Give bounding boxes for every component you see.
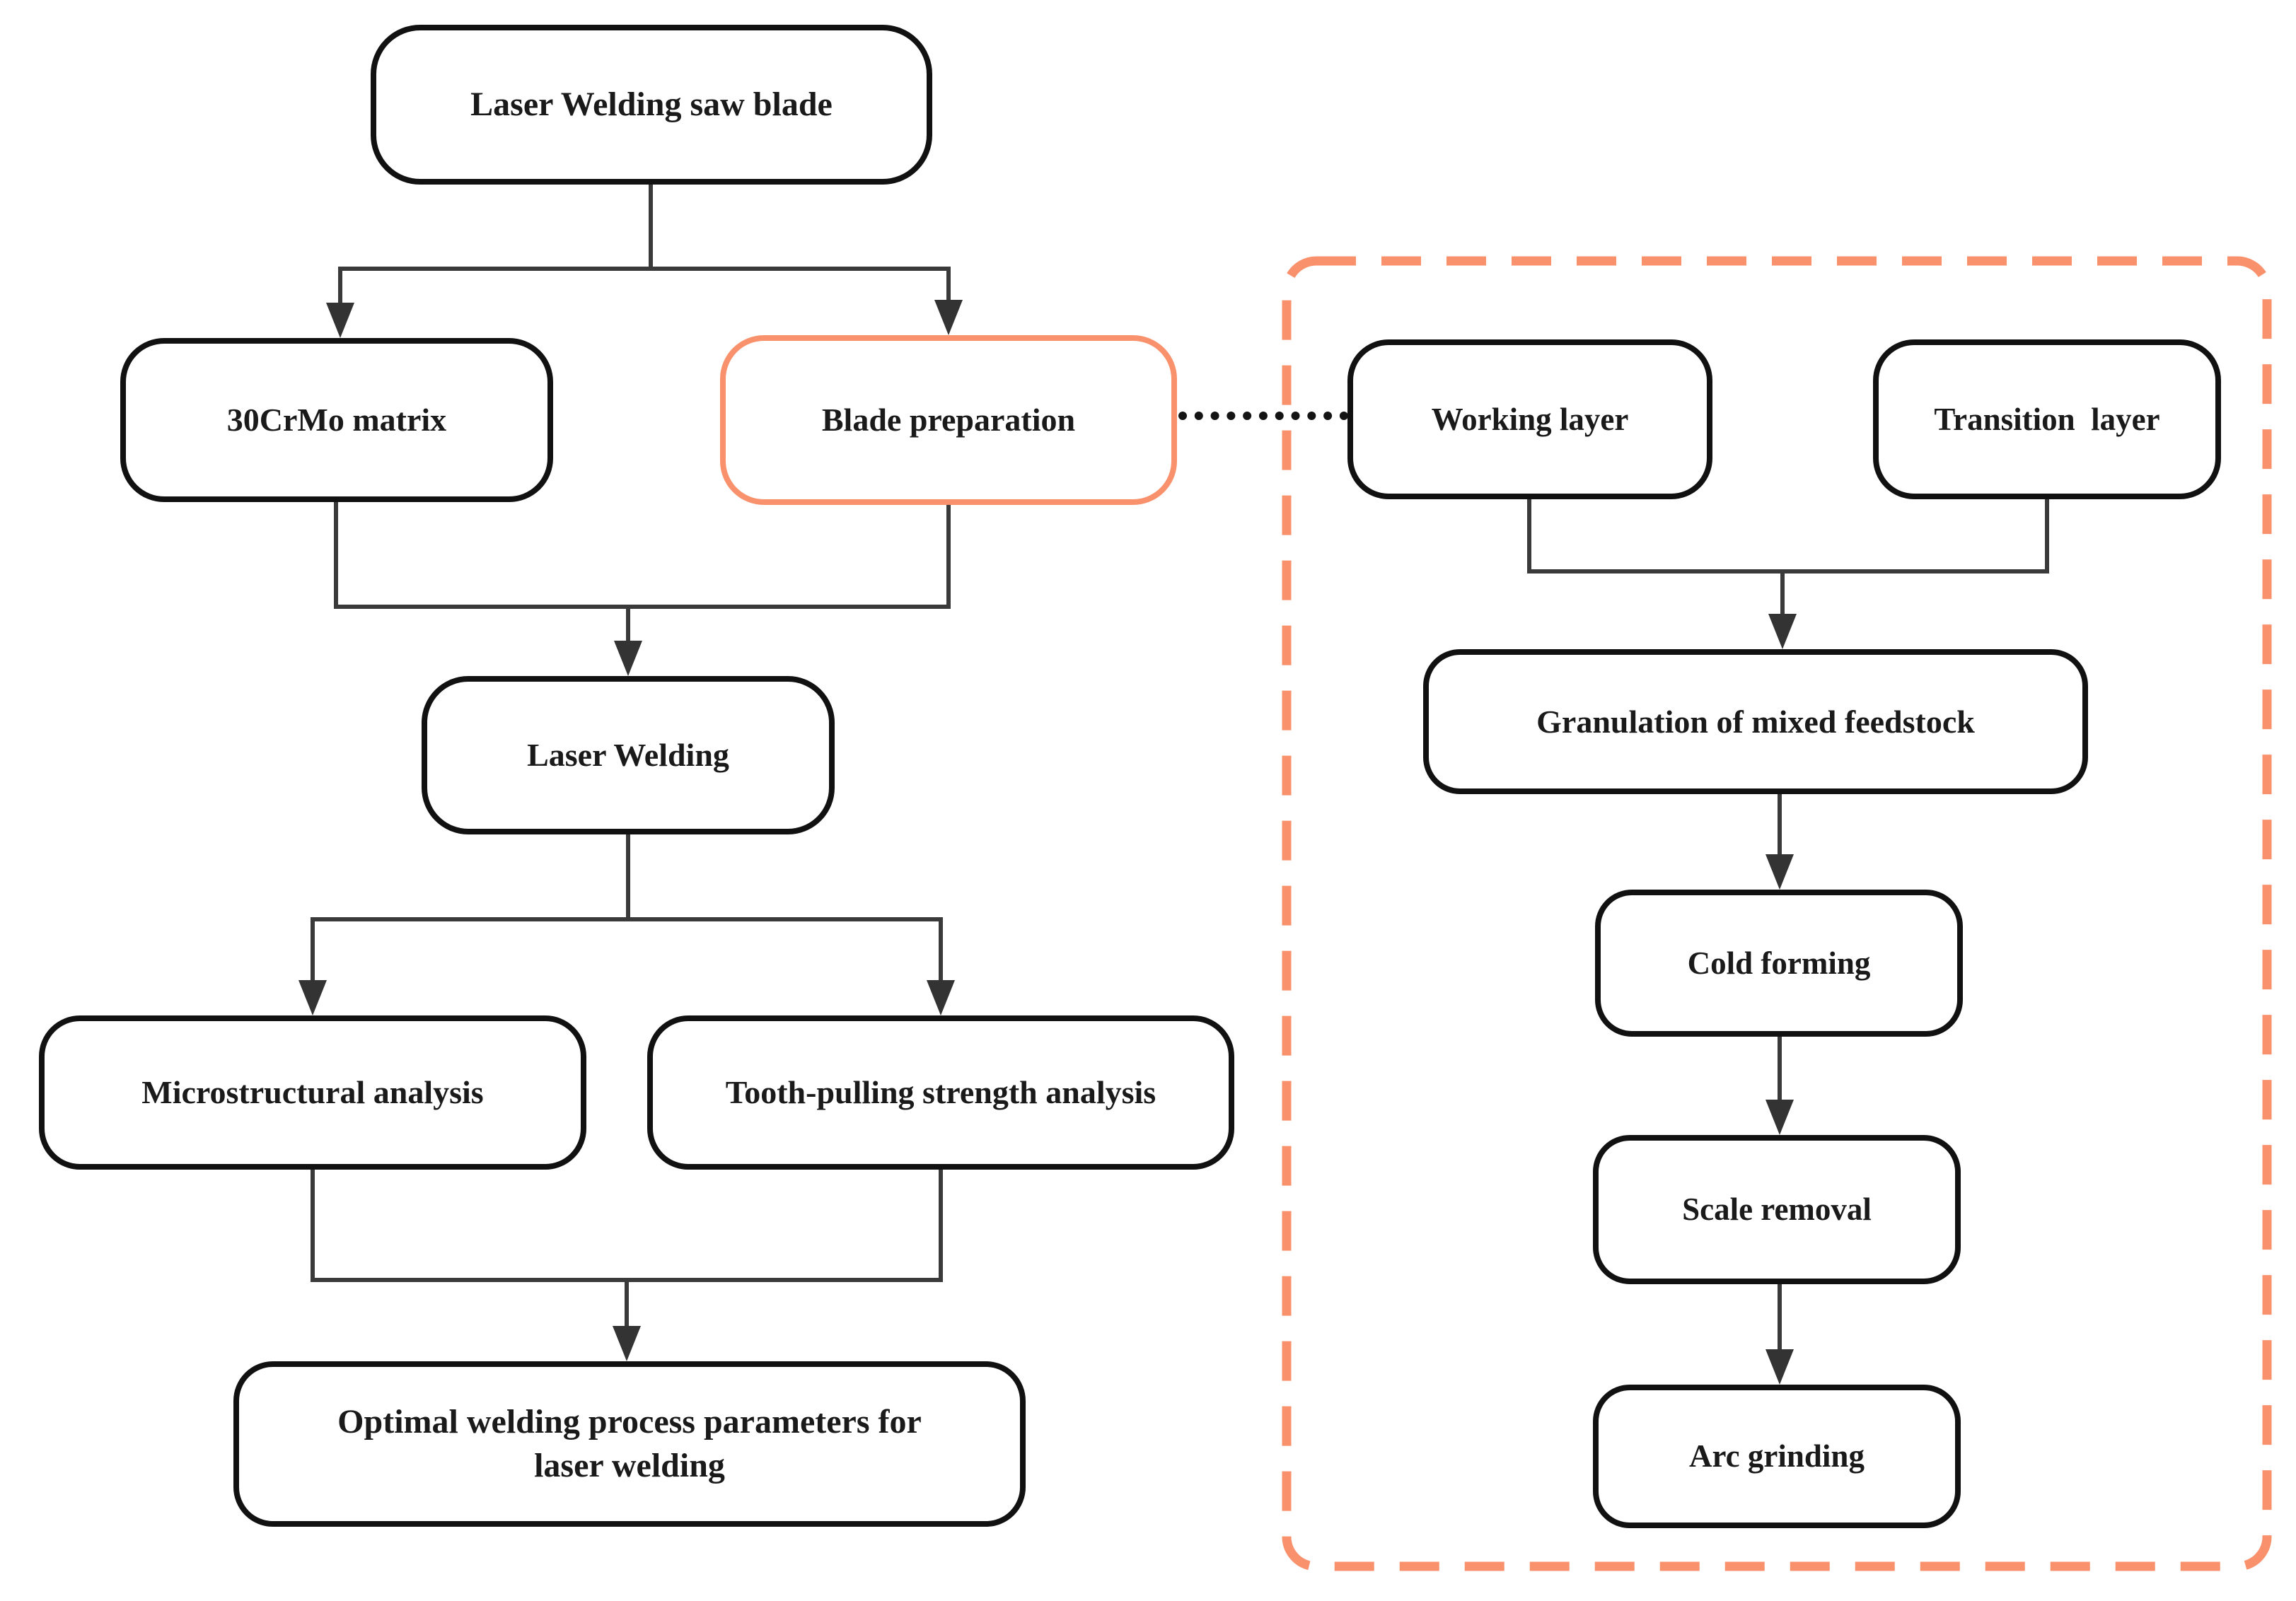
node-30crmo-matrix: 30CrMo matrix <box>120 338 553 502</box>
node-cold-forming: Cold forming <box>1595 890 1963 1037</box>
connector-to-optimal <box>625 1280 629 1331</box>
node-blade-preparation: Blade preparation <box>720 335 1177 505</box>
connector-to-blade-preparation <box>946 269 951 304</box>
connector-blade-preparation-down <box>946 503 951 609</box>
blade-preparation-group-outline <box>1282 256 2272 1571</box>
arrowhead-to-laser-welding <box>614 641 642 676</box>
node-optimal-welding-parameters: Optimal welding process parameters for l… <box>233 1361 1026 1527</box>
connector-to-matrix <box>338 269 342 308</box>
node-arc-grinding: Arc grinding <box>1593 1385 1961 1528</box>
dotted-connector-blade-preparation-to-working-layer <box>1178 412 1348 420</box>
arrowhead-to-matrix <box>326 303 354 338</box>
connector-cold-forming-down <box>1778 1035 1782 1102</box>
node-laser-welding: Laser Welding <box>422 676 835 834</box>
connector-to-microstructural <box>311 919 315 984</box>
node-transition-layer: Transition layer <box>1873 339 2221 499</box>
arrowhead-to-tooth-pulling <box>927 980 955 1015</box>
arrowhead-to-optimal <box>613 1326 641 1361</box>
connector-granulation-down <box>1778 793 1782 857</box>
arrowhead-to-microstructural <box>298 980 327 1015</box>
node-granulation-of-mixed-feedstock: Granulation of mixed feedstock <box>1423 649 2088 794</box>
connector-transition-layer-down <box>2045 498 2049 571</box>
arrowhead-to-blade-preparation <box>934 300 963 335</box>
node-laser-welding-saw-blade: Laser Welding saw blade <box>371 25 932 185</box>
node-scale-removal: Scale removal <box>1593 1135 1961 1284</box>
arrowhead-to-cold-forming <box>1766 854 1794 890</box>
arrowhead-to-granulation <box>1768 614 1797 649</box>
connector-microstructural-down <box>311 1168 315 1282</box>
node-tooth-pulling-strength-analysis: Tooth-pulling strength analysis <box>647 1015 1234 1170</box>
connector-split-analyses <box>311 917 943 921</box>
connector-merge-to-granulation <box>1527 569 2049 574</box>
connector-split-top <box>338 267 951 271</box>
connector-working-layer-down <box>1527 498 1531 571</box>
connector-to-tooth-pulling <box>939 919 943 984</box>
connector-scale-removal-down <box>1778 1283 1782 1352</box>
connector-to-granulation <box>1780 569 1785 619</box>
connector-tooth-pulling-down <box>939 1168 943 1282</box>
arrowhead-to-arc-grinding <box>1766 1349 1794 1385</box>
connector-matrix-down <box>334 501 338 609</box>
node-working-layer: Working layer <box>1347 339 1712 499</box>
connector-to-laser-welding <box>626 607 630 646</box>
arrowhead-to-scale-removal <box>1766 1100 1794 1135</box>
connector-sawblade-down <box>649 182 653 270</box>
node-microstructural-analysis: Microstructural analysis <box>39 1015 586 1170</box>
connector-laser-welding-down <box>626 833 630 921</box>
connector-merge-to-laser-welding <box>334 605 951 609</box>
